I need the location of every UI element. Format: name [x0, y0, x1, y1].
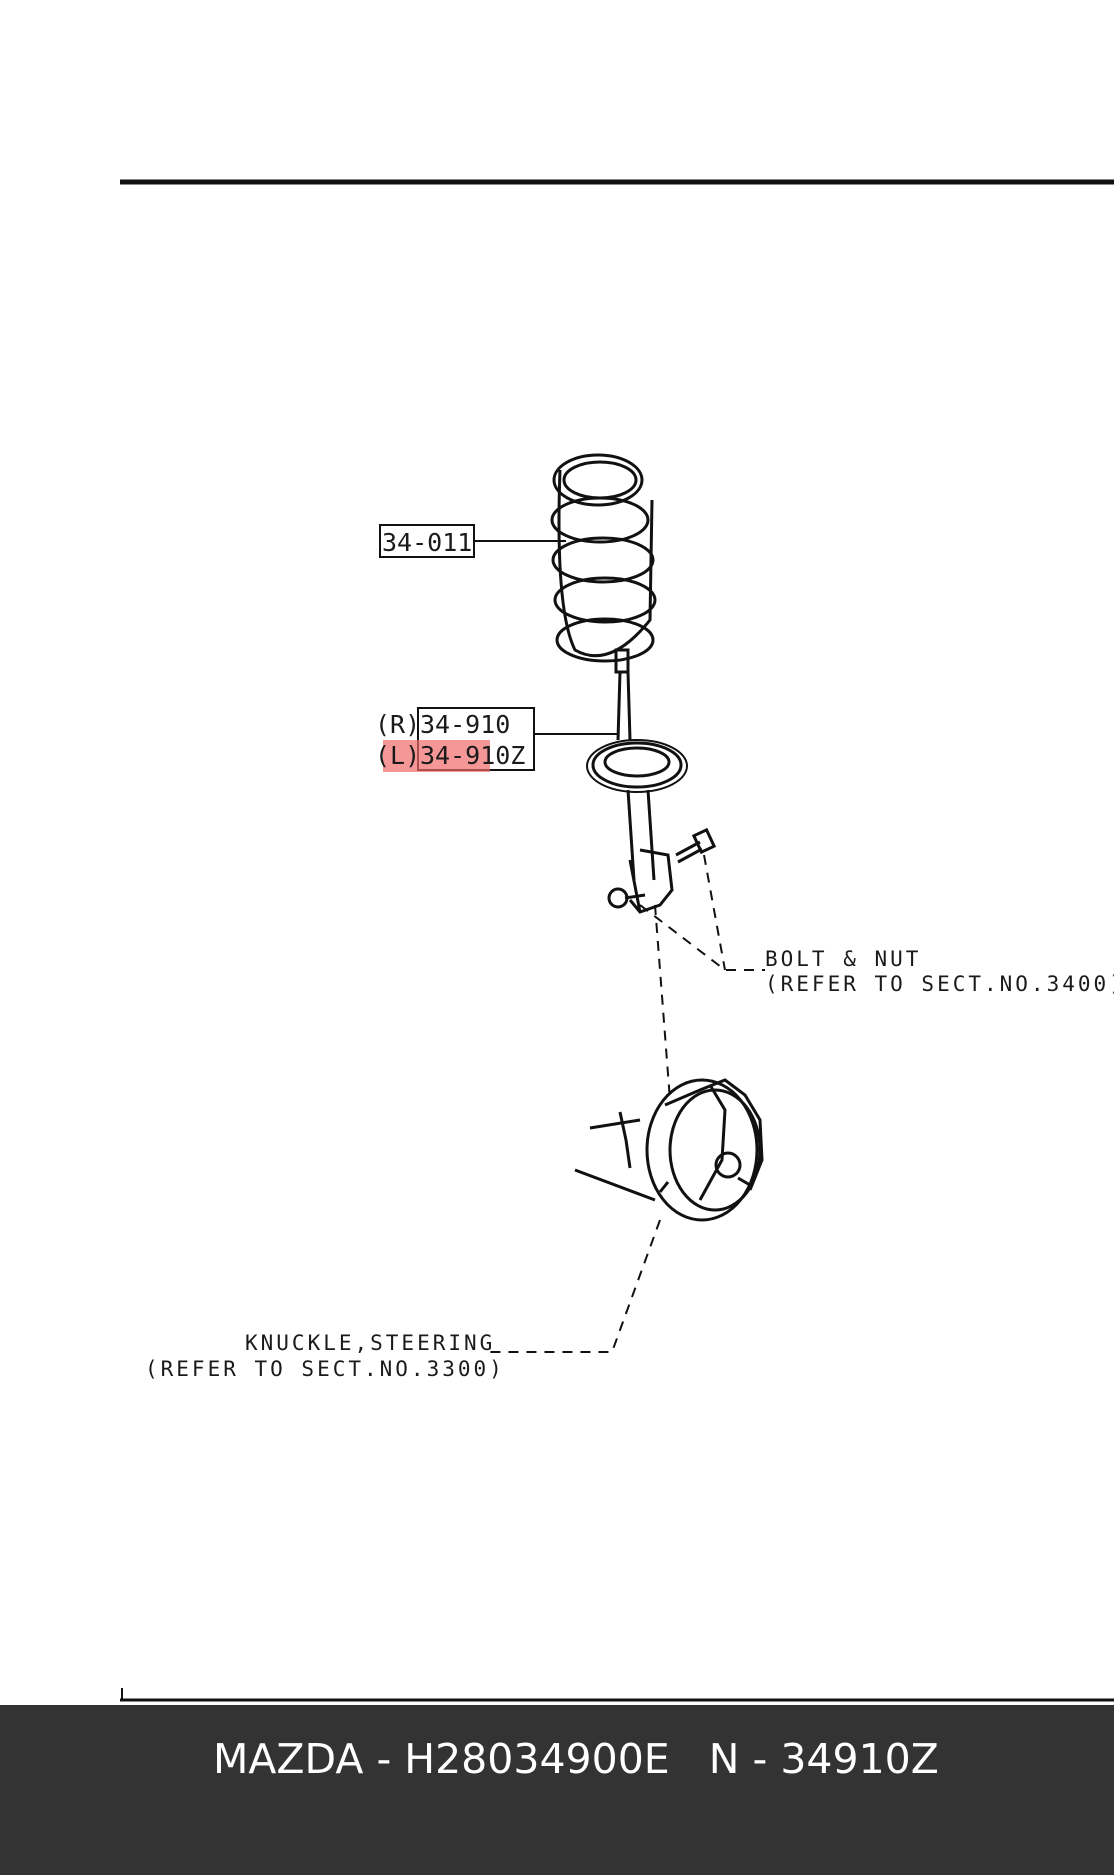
bolt-nut-label: BOLT & NUT	[765, 947, 921, 971]
parts-diagram: 34-011 (R) 34-910 (L) 34-910Z BOLT & NUT…	[120, 179, 1114, 1702]
highlight-box	[383, 740, 490, 772]
bolt-drawing	[607, 827, 717, 909]
knuckle-label: KNUCKLE,STEERING	[245, 1331, 495, 1355]
strut-left-prefix: (L)	[375, 741, 420, 770]
bolt-nut-reference: (REFER TO SECT.NO.3400)	[765, 972, 1114, 996]
caption-text: MAZDA - H28034900E N - 34910Z	[213, 1735, 939, 1783]
leader-lines	[488, 854, 765, 1353]
spring-part-number: 34-011	[382, 528, 472, 557]
strut-drawing	[586, 648, 688, 914]
coil-spring-drawing	[550, 453, 657, 663]
strut-right-prefix: (R)	[375, 710, 420, 739]
strut-left-part-number: 34-910Z	[420, 741, 525, 770]
knuckle-reference: (REFER TO SECT.NO.3300)	[145, 1357, 505, 1381]
spring-callout-box	[379, 524, 475, 558]
strut-right-part-number: 34-910	[420, 710, 510, 739]
steering-knuckle-drawing	[574, 1078, 764, 1222]
caption-bar: MAZDA - H28034900E N - 34910Z	[0, 1705, 1114, 1875]
